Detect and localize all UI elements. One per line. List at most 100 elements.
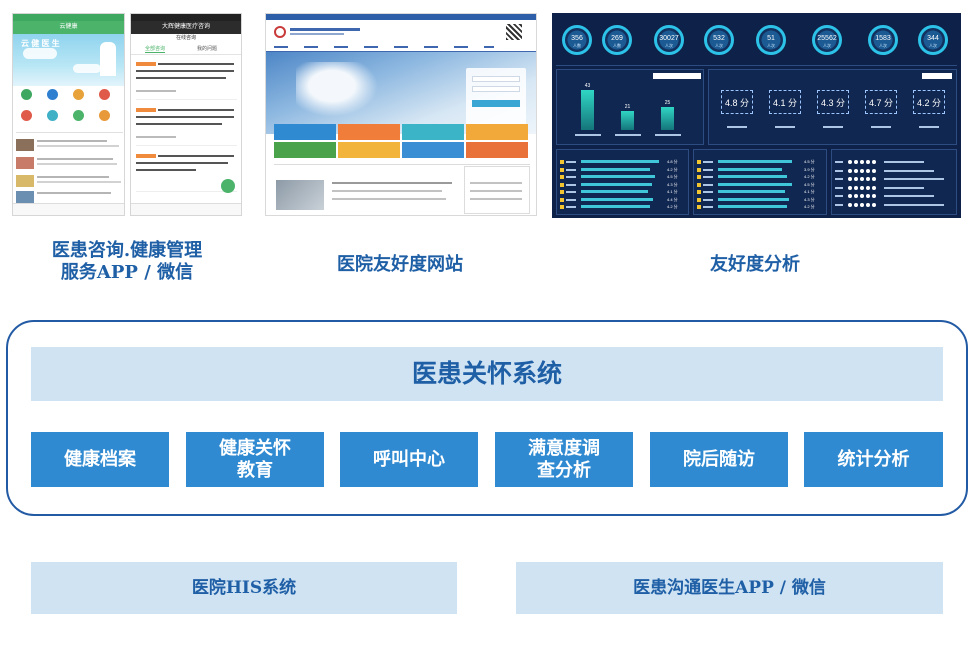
rating-dot-icon xyxy=(866,160,870,164)
score-box: 4.8 分 xyxy=(721,90,753,114)
bottom-tab-bar[interactable] xyxy=(13,203,124,215)
news-item[interactable] xyxy=(16,174,123,188)
bar-axis-label xyxy=(615,134,641,136)
rating-value: 4.8 分 xyxy=(667,159,678,164)
rating-label xyxy=(566,161,576,163)
rating-star-icon xyxy=(697,197,701,202)
score-caption xyxy=(727,126,747,128)
rating-dot-icon xyxy=(854,177,858,181)
rating-dot-icon xyxy=(860,202,864,207)
doctor-app-screenshot: 大辉健康医疗咨询 在线咨询 全部咨询 我的问题 xyxy=(130,13,242,216)
rating-label xyxy=(566,206,576,208)
module-health-records[interactable]: 健康档案 xyxy=(31,432,169,487)
bar-axis-label xyxy=(655,134,681,136)
panel-dropdown[interactable] xyxy=(922,73,952,79)
top-bar xyxy=(266,14,536,20)
rating-bar xyxy=(718,205,787,208)
service-tile[interactable] xyxy=(338,142,400,158)
feature-icon[interactable] xyxy=(21,110,32,121)
rating-dot-icon xyxy=(872,194,876,198)
nav-items[interactable] xyxy=(274,46,494,48)
news-item[interactable] xyxy=(16,138,123,152)
system-frame xyxy=(6,320,968,516)
rater-label xyxy=(835,203,843,206)
kpi-label: 人次 xyxy=(665,43,673,48)
rating-dot-icon xyxy=(872,168,876,173)
panel-dropdown[interactable] xyxy=(653,73,701,79)
card-line xyxy=(158,63,234,65)
service-tile[interactable] xyxy=(466,124,528,140)
rating-dot-icon xyxy=(860,160,864,164)
feature-icon[interactable] xyxy=(47,110,58,121)
feature-icon[interactable] xyxy=(99,110,110,121)
module-satisfaction-survey[interactable]: 满意度调 查分析 xyxy=(495,432,633,487)
bar xyxy=(661,107,674,130)
service-tile[interactable] xyxy=(274,142,336,158)
rating-dot-icon xyxy=(866,194,870,198)
card-line xyxy=(136,77,226,79)
card-line xyxy=(136,162,228,164)
rating-label xyxy=(703,161,713,163)
rating-comment xyxy=(884,169,934,172)
rating-value: 4.3 分 xyxy=(804,196,815,202)
feature-icon[interactable] xyxy=(73,89,84,100)
service-tile[interactable] xyxy=(338,124,400,140)
feature-icon[interactable] xyxy=(99,89,110,100)
module-health-care-education[interactable]: 健康关怀 教育 xyxy=(186,432,324,487)
feature-icon[interactable] xyxy=(47,89,58,100)
module-call-center[interactable]: 呼叫中心 xyxy=(340,432,478,487)
module-post-discharge-followup[interactable]: 院后随访 xyxy=(650,432,788,487)
rating-dot-icon xyxy=(848,177,852,181)
consult-card[interactable] xyxy=(136,152,237,192)
rating-dot-icon xyxy=(860,185,864,190)
username-input[interactable] xyxy=(472,76,520,82)
system-title: 医患关怀系统 xyxy=(31,347,943,401)
service-tile[interactable] xyxy=(402,142,464,158)
status-bar xyxy=(131,14,241,21)
service-tile[interactable] xyxy=(274,124,336,140)
kpi-value: 51 xyxy=(767,35,775,42)
feature-icon[interactable] xyxy=(73,110,84,121)
consult-card[interactable] xyxy=(136,60,237,100)
news-item[interactable] xyxy=(16,190,123,204)
service-tile[interactable] xyxy=(402,124,464,140)
site-nav[interactable] xyxy=(266,44,536,52)
hospital-logo-icon xyxy=(274,26,286,38)
password-input[interactable] xyxy=(472,86,520,92)
rating-dot-icon xyxy=(848,194,852,198)
consult-card[interactable] xyxy=(136,106,237,146)
kpi-label: 人次 xyxy=(929,43,937,48)
news-item[interactable] xyxy=(16,156,123,170)
score-box: 4.2 分 xyxy=(913,90,945,114)
kpi-value: 30027 xyxy=(659,35,679,42)
rating-dot-icon xyxy=(848,202,852,207)
rating-dot-icon xyxy=(848,185,852,190)
rating-label xyxy=(703,206,713,208)
site-name xyxy=(290,28,360,31)
kpi-label: 人次 xyxy=(879,43,887,48)
rater-label xyxy=(835,186,843,189)
service-tile[interactable] xyxy=(466,142,528,158)
tab-mine[interactable]: 我的问题 xyxy=(197,46,218,52)
login-button[interactable] xyxy=(472,100,520,107)
card-tag xyxy=(136,108,156,112)
status-bar xyxy=(13,14,124,21)
tab-all[interactable]: 全部咨询 xyxy=(145,46,166,53)
feature-icon[interactable] xyxy=(21,89,32,100)
rating-label xyxy=(703,176,713,178)
news-line xyxy=(37,192,111,194)
website-caption: 医院友好度网站 xyxy=(337,254,463,275)
score-caption xyxy=(823,126,843,128)
rater-label xyxy=(835,195,843,197)
login-box[interactable] xyxy=(466,68,526,126)
edit-fab-icon[interactable] xyxy=(221,179,235,193)
rating-dot-icon xyxy=(866,177,870,181)
rating-label xyxy=(703,191,713,193)
module-statistics[interactable]: 统计分析 xyxy=(804,432,943,487)
rating-dot-icon xyxy=(854,202,858,207)
bottom-tab-bar[interactable] xyxy=(131,203,241,215)
rating-star-icon xyxy=(560,197,564,202)
